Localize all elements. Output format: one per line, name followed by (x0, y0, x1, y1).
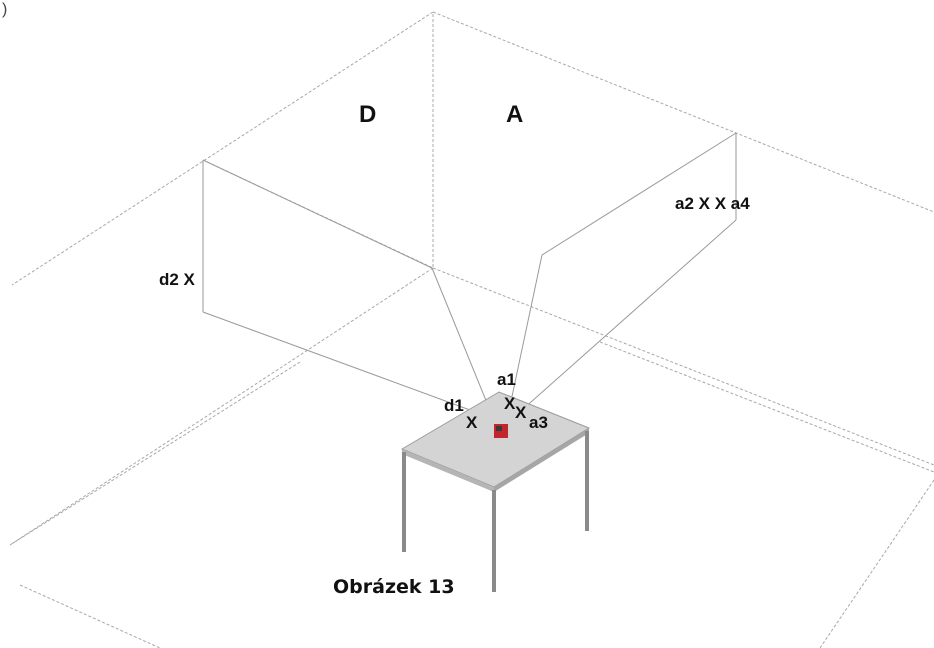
label-d2: d2 X (159, 270, 196, 289)
table-leg-right (585, 431, 589, 531)
floor-outline (9, 341, 934, 648)
corner-mark: ) (2, 1, 7, 18)
table-leg-front (492, 490, 496, 592)
wall-label-d: D (359, 101, 376, 128)
table-edge (402, 449, 494, 492)
laser-device (494, 424, 508, 438)
left-laser-plane (202, 159, 497, 426)
ceiling-outline (11, 11, 934, 286)
label-a3: a3 (529, 413, 548, 432)
mark-d1: X (466, 413, 478, 432)
right-laser-plane (506, 132, 737, 421)
label-a1: a1 (497, 370, 516, 389)
table-edge-right (494, 428, 589, 492)
label-d1: d1 (444, 396, 464, 415)
table-leg-left (402, 452, 406, 552)
label-a2-a4: a2 X X a4 (675, 194, 750, 213)
mark-a1: X (504, 394, 516, 413)
figure-caption: Obrázek 13 (333, 576, 455, 598)
table-top (400, 391, 591, 488)
mark-a3: X (515, 403, 527, 422)
wall-label-a: A (506, 101, 523, 128)
table (400, 391, 591, 592)
